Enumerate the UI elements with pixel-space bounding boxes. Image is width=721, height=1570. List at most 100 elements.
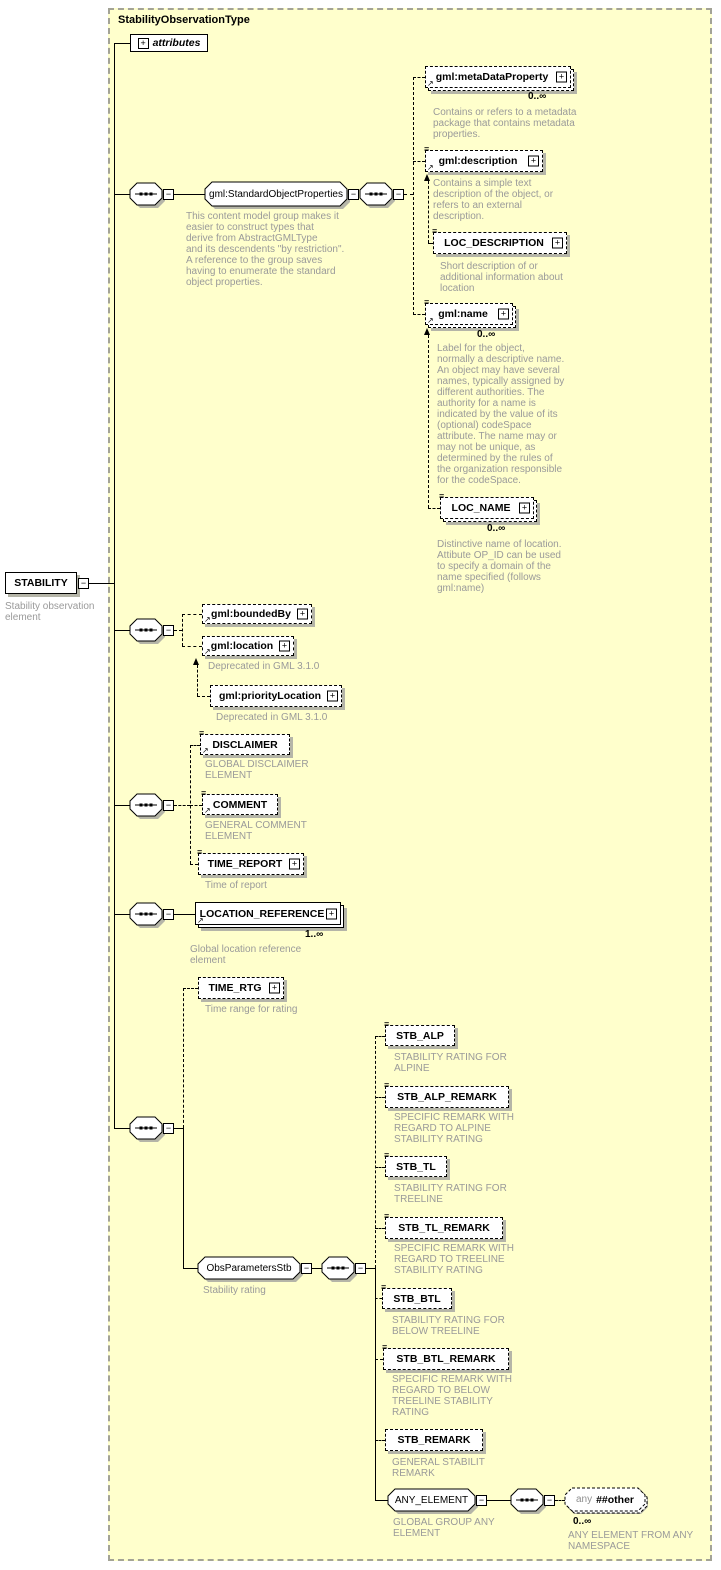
connector-line — [88, 583, 114, 584]
sequence-obs[interactable]: − — [321, 1256, 366, 1282]
stb-btl-content: STB_BTL — [383, 1289, 451, 1308]
loc-name-occurrence: 0..∞ — [487, 523, 506, 534]
stability-element-expand-icon[interactable]: − — [78, 577, 89, 589]
substitution-arrow-icon — [424, 174, 430, 181]
time-rtg-box[interactable]: TIME_RTG + — [198, 977, 284, 999]
time-report-box[interactable]: TIME_REPORT≡+ — [197, 848, 304, 875]
sequence-main-4-expand-icon[interactable]: − — [163, 908, 174, 920]
sequence-main-2-expand-icon[interactable]: − — [163, 624, 174, 636]
gml-prioritylocation-annotation: Deprecated in GML 3.1.0 — [216, 712, 328, 723]
any-other-wildcard: any##other — [564, 1487, 648, 1514]
any-element-group-label[interactable]: ANY_ELEMENT — [394, 1494, 469, 1506]
any-other-wildcard-label[interactable]: any##other — [565, 1488, 645, 1511]
any-element-group-expand-icon[interactable]: − — [476, 1494, 487, 1506]
connector-line — [174, 1128, 183, 1129]
loc-name-expand-icon[interactable]: + — [519, 502, 530, 514]
stb-alp-remark-label: STB_ALP_REMARK — [397, 1091, 497, 1103]
gml-metadataproperty-occurrence: 0..∞ — [528, 91, 547, 102]
connector-line — [555, 1500, 565, 1501]
disclaimer-annotation: GLOBAL DISCLAIMER ELEMENT — [205, 759, 309, 781]
comment-box[interactable]: COMMENT≡↗ — [201, 789, 278, 815]
sequence-main-1-expand-icon[interactable]: − — [163, 188, 174, 200]
sequence-main-5[interactable]: − — [129, 1116, 174, 1142]
gml-standard-object-properties-label[interactable]: gml:StandardObjectProperties — [209, 188, 343, 200]
time-rtg: TIME_RTG + — [198, 977, 284, 999]
time-rtg-label: TIME_RTG — [208, 982, 262, 994]
stb-remark-annotation: GENERAL STABILIT REMARK — [392, 1457, 485, 1479]
loc-description-annotation-icon: ≡ — [432, 226, 438, 236]
loc-name-annotation: Distinctive name of location. Attibute O… — [437, 539, 562, 594]
gml-standard-object-properties-expand-icon[interactable]: − — [348, 188, 359, 200]
sequence-sop[interactable]: − — [359, 182, 404, 208]
disclaimer-box[interactable]: DISCLAIMER≡↗ — [199, 729, 290, 755]
location-reference-expand-icon[interactable]: + — [326, 908, 337, 919]
stability-element-annotation: Stability observation element — [5, 601, 95, 623]
gml-location-box[interactable]: gml:location↗+ — [202, 636, 294, 656]
connector-line — [183, 988, 198, 989]
gml-location-expand-icon[interactable]: + — [279, 640, 290, 652]
time-rtg-annotation: Time range for rating — [205, 1004, 298, 1015]
sequence-main-4[interactable]: − — [129, 902, 174, 928]
gml-name-box[interactable]: gml:name≡↗+ — [424, 298, 513, 325]
location-reference-box[interactable]: LOCATION_REFERENCE↗+ — [195, 902, 341, 925]
gml-name: gml:name≡↗+ — [424, 298, 516, 328]
stb-tl-annotation: STABILITY RATING FOR TREELINE — [394, 1183, 507, 1205]
loc-description: LOC_DESCRIPTION ≡ + — [432, 227, 567, 254]
substitution-arrow-icon — [193, 658, 199, 665]
sequence-main-1[interactable]: − — [129, 182, 174, 208]
loc-name-box[interactable]: LOC_NAME≡+ — [439, 492, 534, 519]
gml-metadataproperty-box[interactable]: gml:metaDataProperty↗+ — [425, 66, 571, 88]
sequence-main-3-expand-icon[interactable]: − — [163, 799, 174, 811]
gml-description: gml:description≡↗+ — [424, 145, 543, 172]
stb-btl-remark-content: STB_BTL_REMARK — [384, 1349, 508, 1369]
connector-line — [190, 745, 191, 864]
gml-description-annotation: Contains a simple text description of th… — [433, 178, 554, 222]
connector-line — [428, 335, 429, 508]
gml-metadataproperty-expand-icon[interactable]: + — [556, 71, 567, 83]
any-other-wildcard-namespace-label: ##other — [596, 1493, 635, 1506]
stb-tl-remark-annotation: SPECIFIC REMARK WITH REGARD TO TREELINE … — [394, 1243, 515, 1276]
loc-description-expand-icon[interactable]: + — [552, 237, 563, 249]
stb-tl-box[interactable]: STB_TL≡ — [384, 1151, 447, 1177]
stb-alp-box[interactable]: STB_ALP≡ — [384, 1020, 455, 1046]
stb-remark-box[interactable]: STB_REMARK — [385, 1429, 483, 1451]
stb-alp-remark-box[interactable]: STB_ALP_REMARK≡ — [384, 1081, 509, 1108]
attributes-expand-icon[interactable]: + — [137, 37, 149, 49]
stability-element-box[interactable]: STABILITY — [5, 572, 77, 594]
gml-boundedby-expand-icon[interactable]: + — [297, 608, 308, 620]
gml-boundedby-box[interactable]: gml:boundedBy↗+ — [202, 604, 312, 624]
obsparametersstb-label[interactable]: ObsParametersStb — [206, 1262, 292, 1274]
obsparametersstb-expand-icon[interactable]: − — [301, 1262, 312, 1274]
connector-line — [114, 43, 115, 1128]
loc-description-box[interactable]: LOC_DESCRIPTION ≡ + — [432, 227, 567, 254]
sequence-sop-expand-icon[interactable]: − — [393, 188, 404, 200]
any-element-group-annotation: GLOBAL GROUP ANY ELEMENT — [393, 1517, 495, 1539]
stb-tl-label: STB_TL — [396, 1160, 436, 1173]
sequence-any-expand-icon[interactable]: − — [544, 1494, 555, 1506]
sequence-main-2[interactable]: − — [129, 618, 174, 644]
stability-element-label: STABILITY — [14, 577, 68, 589]
stb-alp-remark-annotation: SPECIFIC REMARK WITH REGARD TO ALPINE ST… — [394, 1112, 515, 1145]
attributes-box[interactable]: +attributes — [130, 34, 208, 52]
stb-btl-box[interactable]: STB_BTL≡ — [381, 1283, 452, 1309]
stb-tl-remark-box[interactable]: STB_TL_REMARK≡ — [384, 1212, 503, 1239]
loc-description-content: LOC_DESCRIPTION — [434, 233, 566, 253]
connector-line — [404, 194, 413, 195]
loc-description-label: LOC_DESCRIPTION — [444, 237, 544, 249]
sequence-obs-expand-icon[interactable]: − — [355, 1262, 366, 1274]
time-report-expand-icon[interactable]: + — [289, 858, 300, 870]
sequence-any[interactable]: − — [510, 1488, 555, 1514]
sequence-main-5-expand-icon[interactable]: − — [163, 1122, 174, 1134]
stb-btl: STB_BTL≡ — [381, 1283, 452, 1309]
gml-description-annotation-icon: ≡ — [424, 144, 430, 154]
gml-prioritylocation-box[interactable]: gml:priorityLocation+ — [210, 685, 342, 707]
time-rtg-expand-icon[interactable]: + — [269, 982, 280, 994]
location-reference-annotation: Global location reference element — [190, 944, 302, 966]
gml-description-box[interactable]: gml:description≡↗+ — [424, 145, 543, 172]
gml-description-expand-icon[interactable]: + — [528, 155, 539, 167]
sequence-main-3[interactable]: − — [129, 793, 174, 819]
gml-name-expand-icon[interactable]: + — [498, 308, 509, 320]
stb-tl-remark: STB_TL_REMARK≡ — [384, 1212, 503, 1239]
gml-prioritylocation-expand-icon[interactable]: + — [327, 690, 338, 702]
stb-btl-remark-box[interactable]: STB_BTL_REMARK≡ — [382, 1343, 509, 1370]
